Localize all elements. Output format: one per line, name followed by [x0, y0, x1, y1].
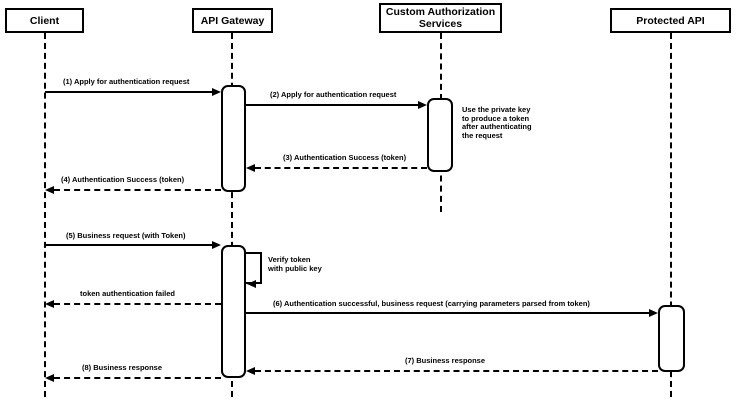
- message-7-label: (7) Business response: [405, 356, 486, 365]
- participant-client: Client: [5, 8, 84, 33]
- message-fail-line: [54, 303, 221, 305]
- message-3-label: (3) Authentication Success (token): [283, 153, 407, 162]
- lifeline-protected-api: [670, 33, 672, 397]
- message-5-label: (5) Business request (with Token): [66, 231, 186, 240]
- message-2-line: [246, 104, 418, 106]
- activation-protected-api: [658, 305, 685, 372]
- arrowhead-icon: [45, 300, 54, 308]
- self-message-label: Verify token with public key: [268, 255, 322, 273]
- arrowhead-icon: [212, 241, 221, 249]
- arrowhead-icon: [649, 309, 658, 317]
- message-4-label: (4) Authentication Success (token): [61, 175, 185, 184]
- arrowhead-icon: [247, 280, 256, 288]
- activation-api-gateway-business: [221, 245, 246, 378]
- participant-protected-api: Protected API: [610, 8, 731, 33]
- participant-custom-authorization-services: Custom Authorization Services: [379, 3, 502, 33]
- arrowhead-icon: [212, 88, 221, 96]
- note-private-key: Use the private key to produce a token a…: [462, 105, 532, 140]
- arrowhead-icon: [418, 101, 427, 109]
- lifeline-api-gateway: [231, 33, 233, 397]
- message-8-line: [54, 377, 221, 379]
- message-3-line: [255, 167, 427, 169]
- activation-api-gateway-auth: [221, 85, 246, 192]
- message-1-label: (1) Apply for authentication request: [63, 77, 190, 86]
- arrowhead-icon: [45, 374, 54, 382]
- message-fail-label: token authentication failed: [80, 289, 176, 298]
- message-2-label: (2) Apply for authentication request: [270, 90, 397, 99]
- activation-custom-auth: [427, 98, 453, 172]
- arrowhead-icon: [246, 164, 255, 172]
- arrowhead-icon: [45, 186, 54, 194]
- message-7-line: [255, 370, 658, 372]
- message-8-label: (8) Business response: [82, 363, 163, 372]
- message-6-line: [246, 312, 649, 314]
- lifeline-client: [44, 33, 46, 397]
- message-4-line: [54, 189, 221, 191]
- message-5-line: [45, 244, 212, 246]
- message-1-line: [45, 91, 212, 93]
- message-6-label: (6) Authentication successful, business …: [273, 299, 590, 308]
- participant-api-gateway: API Gateway: [192, 8, 273, 33]
- arrowhead-icon: [246, 367, 255, 375]
